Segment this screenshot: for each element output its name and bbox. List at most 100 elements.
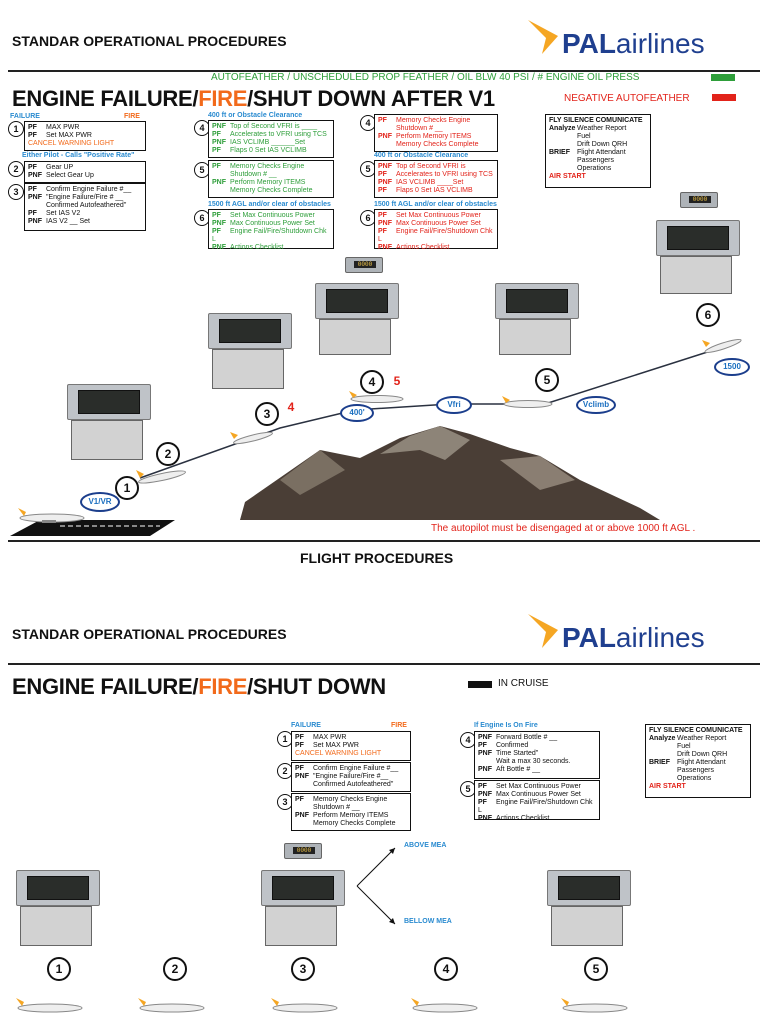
path-step: 2	[156, 442, 180, 466]
step-number: 4	[194, 120, 210, 136]
airplane-icon	[561, 998, 628, 1013]
vclimb-marker: Vclimb	[576, 396, 616, 414]
airplane-icon	[18, 508, 85, 523]
path-step: 4	[434, 957, 458, 981]
red-heading-400: 400 ft or Obstacle Clearance	[374, 152, 469, 159]
autopilot-panel	[261, 870, 345, 946]
step-number: 3	[8, 184, 24, 200]
if-fire-heading: If Engine Is On Fire	[474, 722, 538, 729]
section-rule	[8, 540, 760, 542]
airplane-icon	[271, 998, 338, 1013]
path-step-red: 5	[393, 374, 401, 388]
logo-mark-icon	[528, 614, 558, 648]
v1-vr-marker: V1/VR	[80, 492, 120, 512]
autopilot-panel	[315, 283, 399, 355]
runway	[10, 520, 175, 536]
altitude-display: 0000	[284, 843, 322, 859]
failure-label: FAILURE	[291, 722, 321, 729]
logo-airlines: airlines	[615, 622, 705, 653]
airplane-icon	[349, 391, 404, 403]
pal-airlines-logo: PALairlines	[524, 14, 736, 66]
header-rule	[8, 70, 760, 72]
autopilot-panel	[656, 220, 740, 294]
main-title: ENGINE FAILURE/FIRE/SHUT DOWN	[12, 674, 386, 699]
path-step: 5	[535, 368, 559, 392]
autopilot-panel	[16, 870, 100, 946]
bellow-mea-label: BELLOW MEA	[404, 918, 452, 925]
airplane-icon	[502, 396, 553, 408]
flight-procedures-title: FLIGHT PROCEDURES	[300, 550, 454, 566]
main-title: ENGINE FAILURE/FIRE/SHUT DOWN AFTER V1	[12, 86, 495, 111]
above-mea-label: ABOVE MEA	[404, 842, 447, 849]
path-step: 1	[47, 957, 71, 981]
logo-airlines: airlines	[615, 28, 705, 59]
autopilot-panel	[67, 384, 151, 460]
autofeather-text: AUTOFEATHER / UNSCHEDULED PROP FEATHER /…	[211, 72, 640, 83]
autopilot-panel	[495, 283, 579, 355]
in-cruise-swatch	[468, 681, 492, 688]
in-cruise-label: IN CRUISE	[498, 678, 549, 689]
header-rule	[8, 663, 760, 665]
takeoff-scene	[10, 347, 721, 536]
logo-pal: PAL	[562, 622, 616, 653]
autopilot-panel	[547, 870, 631, 946]
green-heading-1500: 1500 ft AGL and/or clear of obstacles	[208, 201, 331, 208]
path-step: 2	[163, 957, 187, 981]
step-number: 2	[277, 763, 293, 779]
mea-branch-arrows	[356, 847, 396, 925]
path-step-red: 4	[287, 400, 295, 414]
path-step: 3	[291, 957, 315, 981]
red-heading-1500: 1500 ft AGL and/or clear of obstacles	[374, 201, 497, 208]
negative-autofeather-text: NEGATIVE AUTOFEATHER	[564, 93, 690, 104]
failure-label: FAILURE	[10, 113, 40, 120]
step-number: 1	[8, 121, 24, 137]
path-step: 4	[360, 370, 384, 394]
airplane-icon	[138, 998, 205, 1013]
green-heading-400: 400 ft or Obstacle Clearance	[208, 112, 303, 119]
autopilot-panel	[208, 313, 292, 389]
path-step: 3	[255, 402, 279, 426]
red-legend-swatch	[712, 94, 736, 101]
airplane-icon	[16, 998, 83, 1013]
altitude-display: 0000	[680, 192, 718, 208]
path-step: 5	[584, 957, 608, 981]
either-pilot-callout: Either Pilot - Calls "Positive Rate"	[22, 152, 135, 159]
vfri-marker: Vfri	[436, 396, 472, 414]
logo-mark-icon	[528, 20, 558, 54]
green-legend-swatch	[711, 74, 735, 81]
fire-label: FIRE	[391, 722, 407, 729]
step-number: 6	[194, 210, 210, 226]
mountain-range	[240, 426, 660, 520]
section-title: STANDAR OPERATIONAL PROCEDURES	[12, 33, 287, 49]
autopilot-note: The autopilot must be disengaged at or a…	[431, 523, 696, 534]
airplane-icon	[230, 431, 273, 445]
step-number: 2	[8, 161, 24, 177]
alt-1500-marker: 1500	[714, 358, 750, 376]
pal-airlines-logo: PALairlines	[524, 608, 736, 660]
path-step: 1	[115, 476, 139, 500]
airplane-icon	[702, 338, 742, 354]
altitude-display: 0000	[345, 257, 383, 273]
alt-400-marker: 400'	[340, 404, 374, 422]
logo-pal: PAL	[562, 28, 616, 59]
airplane-icon	[411, 998, 478, 1013]
airplane-icon	[136, 470, 186, 484]
path-step: 6	[696, 303, 720, 327]
section-title: STANDAR OPERATIONAL PROCEDURES	[12, 626, 287, 642]
